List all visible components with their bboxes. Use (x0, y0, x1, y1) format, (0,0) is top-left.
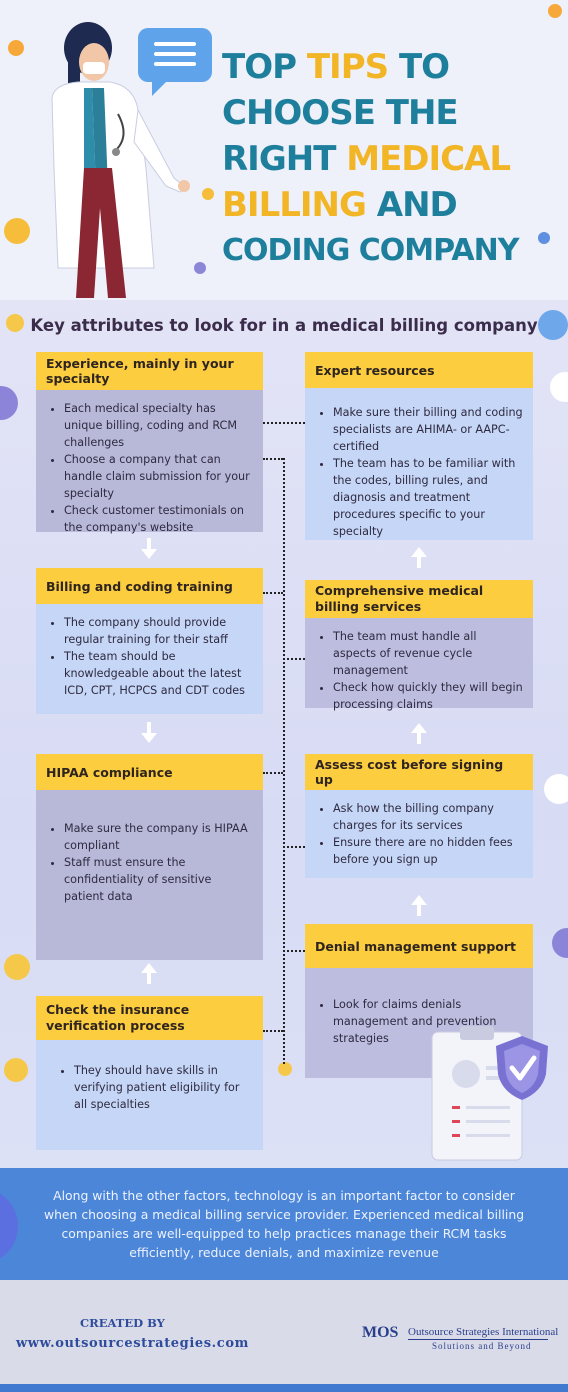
bullet-item: Check customer testimonials on the compa… (64, 502, 253, 536)
decor-sun-right (538, 310, 568, 340)
card-body: Make sure their billing and coding speci… (305, 388, 533, 540)
decor-half-circle-left (0, 386, 18, 420)
bottom-bar (0, 1384, 568, 1392)
doctor-illustration (51, 22, 190, 298)
connector-spine (283, 458, 285, 1064)
decor-dot-yellow-connector (278, 1062, 292, 1076)
website-link[interactable]: www.outsourcestrategies.com (16, 1336, 249, 1351)
card-body: Ask how the billing company charges for … (305, 790, 533, 878)
connector-line (263, 772, 283, 774)
card-expert: Expert resources Make sure their billing… (305, 352, 533, 540)
bullet-item: Ensure there are no hidden fees before y… (333, 834, 523, 868)
bullet-item: The team should be knowledgeable about t… (64, 648, 253, 699)
card-cost: Assess cost before signing up Ask how th… (305, 754, 533, 878)
bullet-item: Choose a company that can handle claim s… (64, 451, 253, 502)
bullet-item: Check how quickly they will begin proces… (333, 679, 523, 713)
bullet-list: Ask how the billing company charges for … (319, 800, 523, 868)
bullet-item: Staff must ensure the confidentiality of… (64, 854, 253, 905)
chat-bubble-icon (138, 28, 212, 96)
card-body: The company should provide regular train… (36, 604, 263, 714)
card-heading: HIPAA compliance (36, 754, 263, 790)
card-heading: Billing and coding training (36, 568, 263, 604)
card-heading: Expert resources (305, 352, 533, 388)
bullet-list: Look for claims denials management and p… (319, 996, 523, 1047)
card-training: Billing and coding training The company … (36, 568, 263, 714)
bullet-item: Ask how the billing company charges for … (333, 800, 523, 834)
footer (0, 1280, 568, 1392)
decor-dot-purple (194, 262, 206, 274)
connector-line (263, 1030, 283, 1032)
card-hipaa: HIPAA compliance Make sure the company i… (36, 754, 263, 960)
arrow-up-icon (411, 723, 427, 744)
card-heading: Denial management support (305, 924, 533, 968)
decor-dot-yellow-left (6, 314, 24, 332)
decor-circle-white-2 (544, 774, 568, 804)
arrow-up-icon (411, 547, 427, 568)
arrow-down-icon (141, 722, 157, 743)
decor-sun-left (4, 954, 30, 980)
bullet-item: They should have skills in verifying pat… (74, 1062, 253, 1113)
card-comprehensive: Comprehensive medical billing services T… (305, 580, 533, 711)
bullet-list: The company should provide regular train… (50, 614, 253, 699)
logo-divider (408, 1339, 548, 1340)
connector-line (263, 458, 283, 460)
decor-dot-yellow (4, 218, 30, 244)
decor-dot-orange-right (548, 4, 562, 18)
card-body: Make sure the company is HIPAA compliant… (36, 790, 263, 960)
card-heading: Experience, mainly in your specialty (36, 352, 263, 390)
card-insurance: Check the insurance verification process… (36, 996, 263, 1150)
decor-dot-blue (538, 232, 550, 244)
shield-check-icon (496, 1036, 548, 1100)
bullet-item: Look for claims denials management and p… (333, 996, 523, 1047)
bullet-item: The team must handle all aspects of reve… (333, 628, 523, 679)
card-body: They should have skills in verifying pat… (36, 1040, 263, 1150)
bullet-item: Make sure the company is HIPAA compliant (64, 820, 253, 854)
summary-band (0, 1168, 568, 1280)
logo-mark: MOS (362, 1324, 399, 1341)
card-heading: Assess cost before signing up (305, 754, 533, 790)
subtitle: Key attributes to look for in a medical … (30, 316, 538, 335)
bullet-list: Each medical specialty has unique billin… (50, 400, 253, 536)
decor-dot-yellow-small (202, 188, 214, 200)
company-tagline: Solutions and Beyond (432, 1341, 532, 1351)
connector-line (263, 422, 305, 424)
connector-line (283, 950, 305, 952)
summary-text: Along with the other factors, technology… (43, 1188, 525, 1260)
bullet-item: Each medical specialty has unique billin… (64, 400, 253, 451)
company-name: Outsource Strategies International (408, 1326, 559, 1338)
card-body: The team must handle all aspects of reve… (305, 618, 533, 711)
decor-dot-orange (8, 40, 24, 56)
bullet-list: The team must handle all aspects of reve… (319, 628, 523, 713)
decor-half-circle-right (552, 928, 568, 958)
connector-line (263, 592, 283, 594)
created-by-label: CREATED BY (80, 1316, 165, 1330)
connector-line (283, 658, 305, 660)
bullet-item: The team has to be familiar with the cod… (333, 455, 523, 540)
decor-circle-white (550, 372, 568, 402)
arrow-up-icon (141, 963, 157, 984)
card-body: Each medical specialty has unique billin… (36, 390, 263, 534)
card-heading: Check the insurance verification process (36, 996, 263, 1040)
bullet-list: They should have skills in verifying pat… (60, 1062, 253, 1113)
connector-line (283, 846, 305, 848)
page-title: TOP TIPS TO CHOOSE THE RIGHT MEDICAL BIL… (222, 47, 519, 268)
arrow-down-icon (141, 538, 157, 559)
card-heading: Comprehensive medical billing services (305, 580, 533, 618)
decor-sun-left-2 (4, 1058, 28, 1082)
bullet-list: Make sure the company is HIPAA compliant… (50, 820, 253, 905)
bullet-item: The company should provide regular train… (64, 614, 253, 648)
bullet-item: Make sure their billing and coding speci… (333, 404, 523, 455)
card-experience: Experience, mainly in your specialty Eac… (36, 352, 263, 534)
arrow-up-icon (411, 895, 427, 916)
bullet-list: Make sure their billing and coding speci… (319, 404, 523, 540)
company-logo: MOS (362, 1324, 398, 1342)
